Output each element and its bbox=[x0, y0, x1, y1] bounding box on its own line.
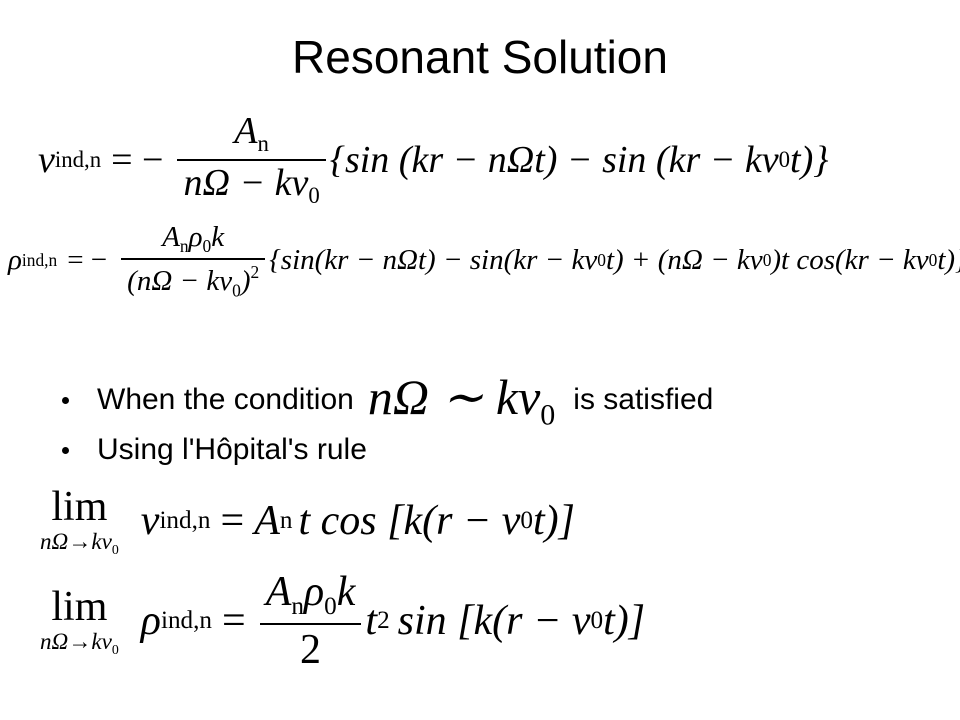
v-numerator: An bbox=[234, 110, 269, 156]
rhs-amplitude: A bbox=[254, 498, 280, 545]
limit-operator: lim nΩ→kv0 bbox=[40, 583, 119, 657]
rhs-expression: t cos [k(r − v bbox=[298, 498, 521, 545]
slide-title: Resonant Solution bbox=[292, 31, 668, 83]
bullet-dot-icon bbox=[62, 446, 69, 454]
v-symbol: v bbox=[140, 498, 160, 545]
rho-symbol: ρ bbox=[140, 598, 161, 645]
fraction-bar bbox=[121, 258, 266, 261]
limit-denominator: 2 bbox=[300, 627, 322, 674]
fraction-bar bbox=[259, 623, 362, 626]
fraction-bar bbox=[177, 158, 326, 161]
equals-minus: = − bbox=[111, 138, 164, 181]
rho-symbol: ρ bbox=[8, 244, 22, 277]
rho-subscript: ind,n bbox=[21, 250, 58, 271]
rhs-expression: sin [k(r − v bbox=[397, 598, 591, 645]
bullet-list: When the condition nΩ ∼ kv0 is satisfied… bbox=[62, 366, 713, 472]
bullet-text-after: is satisfied bbox=[573, 383, 714, 416]
equals-sign: = bbox=[222, 598, 246, 645]
limit-fraction: Anρ0k 2 bbox=[259, 569, 362, 674]
v-symbol: v bbox=[38, 138, 55, 181]
rho-subscript: ind,n bbox=[160, 607, 213, 635]
limit-operator: lim nΩ→kv0 bbox=[40, 484, 119, 557]
v-subscript: ind,n bbox=[159, 507, 211, 535]
bullet-text: Using l'Hôpital's rule bbox=[97, 433, 367, 466]
equals-minus: = − bbox=[67, 244, 108, 277]
rho-fraction: Anρ0k (nΩ − kv0)2 bbox=[121, 221, 266, 301]
limit-numerator: Anρ0k bbox=[265, 569, 356, 620]
limit-subscript: nΩ→kv0 bbox=[40, 627, 119, 657]
limit-subscript: nΩ→kv0 bbox=[40, 528, 119, 557]
bullet-item-lhopital: Using l'Hôpital's rule bbox=[62, 428, 713, 472]
v-denominator: nΩ − kv0 bbox=[183, 161, 320, 208]
v-fraction: An nΩ − kv0 bbox=[177, 110, 326, 208]
rho-denominator: (nΩ − kv0)2 bbox=[127, 262, 260, 301]
condition-expression: nΩ ∼ kv0 bbox=[367, 368, 556, 432]
bullet-dot-icon bbox=[62, 396, 69, 404]
t-squared: t bbox=[365, 598, 378, 645]
v-subscript: ind,n bbox=[54, 146, 102, 172]
rho-numerator: Anρ0k bbox=[162, 221, 225, 257]
bullet-text-before: When the condition bbox=[97, 383, 354, 416]
equals-sign: = bbox=[220, 498, 245, 545]
bullet-item-condition: When the condition nΩ ∼ kv0 is satisfied bbox=[62, 366, 713, 434]
